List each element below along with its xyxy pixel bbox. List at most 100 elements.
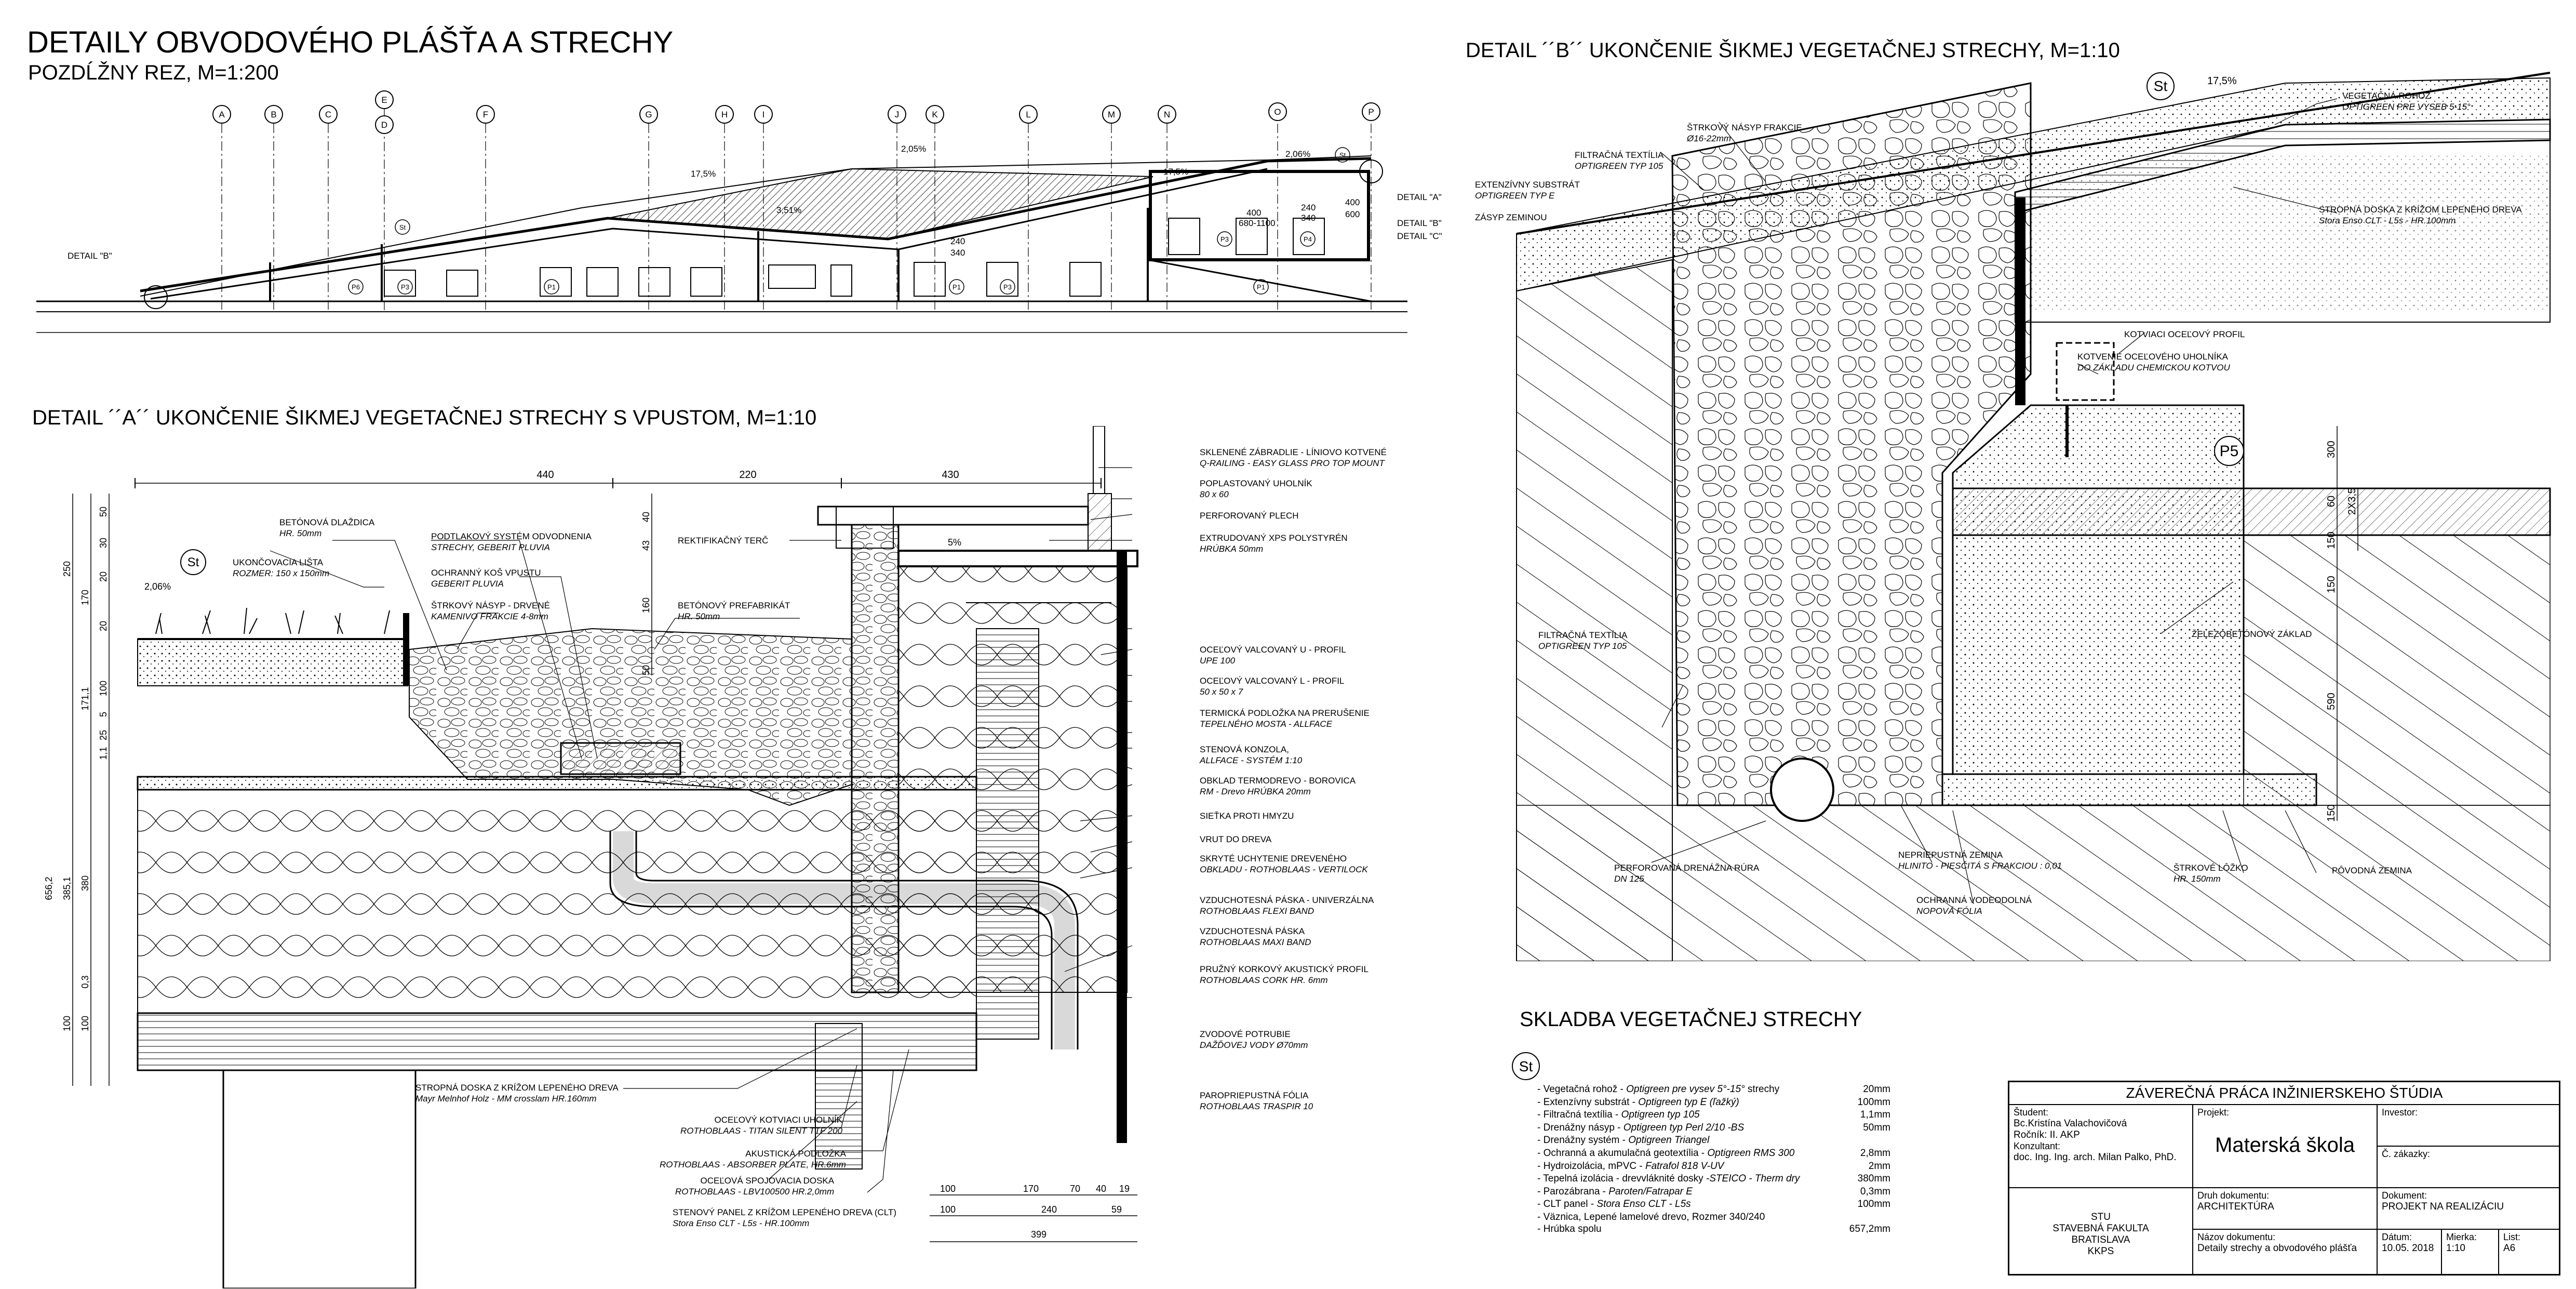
label-perforovany-plech: PERFOROVANÝ PLECH: [1200, 511, 1299, 521]
slope-label: 17,5%: [691, 169, 716, 179]
detail-ref-label: DETAIL "B": [1397, 218, 1442, 228]
title-block: ZÁVEREČNÁ PRÁCA INŽINIERSKEHO ŠTÚDIA Štu…: [2008, 1081, 2560, 1275]
dim-label: 20: [98, 572, 109, 582]
axis-label: B: [271, 110, 276, 119]
nazov-cell: Názov dokumentu: Detaily strechy a obvod…: [2193, 1230, 2378, 1275]
detail-ref-label: DETAIL "C": [1397, 231, 1442, 241]
dim-label: 50: [641, 665, 651, 675]
label-zasyp-zeminou: ZÁSYP ZEMINOU: [1475, 212, 1547, 222]
dim-label: 150: [2326, 804, 2337, 821]
dim-label: 1,1: [98, 747, 109, 760]
layer-row: - Tepelná izolácia - drevvláknité dosky …: [1537, 1173, 1890, 1185]
dim-label: 220: [739, 469, 756, 481]
dim-label: 70: [1070, 1184, 1080, 1194]
dim-label: 240: [950, 236, 965, 246]
st-mark: St: [1339, 151, 1346, 159]
axis-label: H: [721, 110, 728, 119]
room-mark: P3: [401, 283, 409, 291]
zakazka-cell: Č. zákazky:: [2378, 1147, 2560, 1188]
room-mark: P1: [1257, 283, 1265, 291]
dim-label: 25: [98, 730, 109, 740]
student-cell: Študent: Bc.Kristína Valachovičová Roční…: [2009, 1105, 2193, 1188]
detail-ref-label: DETAIL "B": [68, 251, 112, 261]
dim-label: 340: [950, 248, 965, 258]
label-kotviaci-profil: KOTVIACI OCEĽOVÝ PROFIL: [2124, 329, 2245, 339]
slope-label: 3,51%: [776, 205, 801, 215]
axis-label: D: [381, 120, 387, 130]
dim-label: 399: [1031, 1229, 1046, 1240]
dim-label: 40: [1096, 1184, 1106, 1194]
dim-label: 2X3,5: [2346, 488, 2358, 515]
detail-b-title: DETAIL ´´B´´ UKONČENIE ŠIKMEJ VEGETAČNEJ…: [1466, 39, 2120, 62]
axis-label: C: [325, 110, 331, 119]
dim-label: 400: [1246, 208, 1261, 218]
label-stenova-konzola: STENOVÁ KONZOLA,ALLFACE - SYSTÉM 1:10: [1200, 745, 1303, 765]
dim-label: 100: [940, 1184, 956, 1194]
detail-b-drawing: St P5 17,5% 300 60 150 150 590 150 2X3,5: [1516, 72, 2551, 961]
svg-text:St: St: [1519, 1058, 1533, 1074]
dim-label: 160: [641, 597, 651, 613]
dim-label: 380: [80, 875, 90, 891]
dim-label: 590: [2326, 693, 2337, 710]
axis-label: L: [1026, 110, 1030, 119]
label-zelezobetonovy-zaklad: ŽELEZOBETÓNOVÝ ZÁKLAD: [2192, 629, 2312, 639]
skladba-st-mark: St: [1512, 1052, 1540, 1080]
dim-label: 150: [2326, 576, 2337, 593]
st-mark: St: [187, 555, 199, 569]
axis-label: A: [219, 110, 225, 119]
axis-label: I: [762, 110, 765, 119]
dim-label: 171,1: [80, 687, 90, 710]
dim-label: 250: [62, 561, 72, 577]
slope-label: 2,05%: [901, 144, 926, 154]
st-mark: St: [399, 223, 406, 231]
room-mark: P3: [1220, 235, 1229, 243]
slope-label: 2,06%: [1285, 149, 1310, 159]
axis-label: J: [895, 110, 900, 119]
longitudinal-section: A B C E D F G H I J K L M N O P 17,5% 2,…: [36, 90, 1442, 333]
dim-label: 50: [98, 507, 109, 517]
dim-label: 40: [641, 512, 651, 522]
room-mark: P4: [1304, 235, 1312, 243]
label-povodna-zemina: PÔVODNÁ ZEMINA: [2332, 866, 2412, 875]
label-sietka: SIEŤKA PROTI HMYZU: [1200, 811, 1294, 821]
dim-label: 440: [536, 469, 554, 481]
slope-label: 17,5%: [2207, 75, 2237, 87]
detail-a-title: DETAIL ´´A´´ UKONČENIE ŠIKMEJ VEGETAČNEJ…: [32, 406, 817, 429]
druh-cell: Druh dokumentu: ARCHITEKTÚRA: [2193, 1188, 2378, 1230]
dim-label: 19: [1119, 1184, 1130, 1194]
dim-label: 600: [1345, 209, 1360, 219]
dim-label: 170: [1023, 1184, 1039, 1194]
axis-label: O: [1274, 107, 1281, 117]
layer-row: - Väznica, Lepené lamelové drevo, Rozmer…: [1537, 1211, 1765, 1222]
axis-label: M: [1108, 110, 1115, 119]
room-mark: P1: [547, 283, 556, 291]
dim-label: 300: [2326, 441, 2337, 458]
label-vrut: VRUT DO DREVA: [1200, 834, 1272, 844]
dim-label: 100: [98, 681, 109, 696]
